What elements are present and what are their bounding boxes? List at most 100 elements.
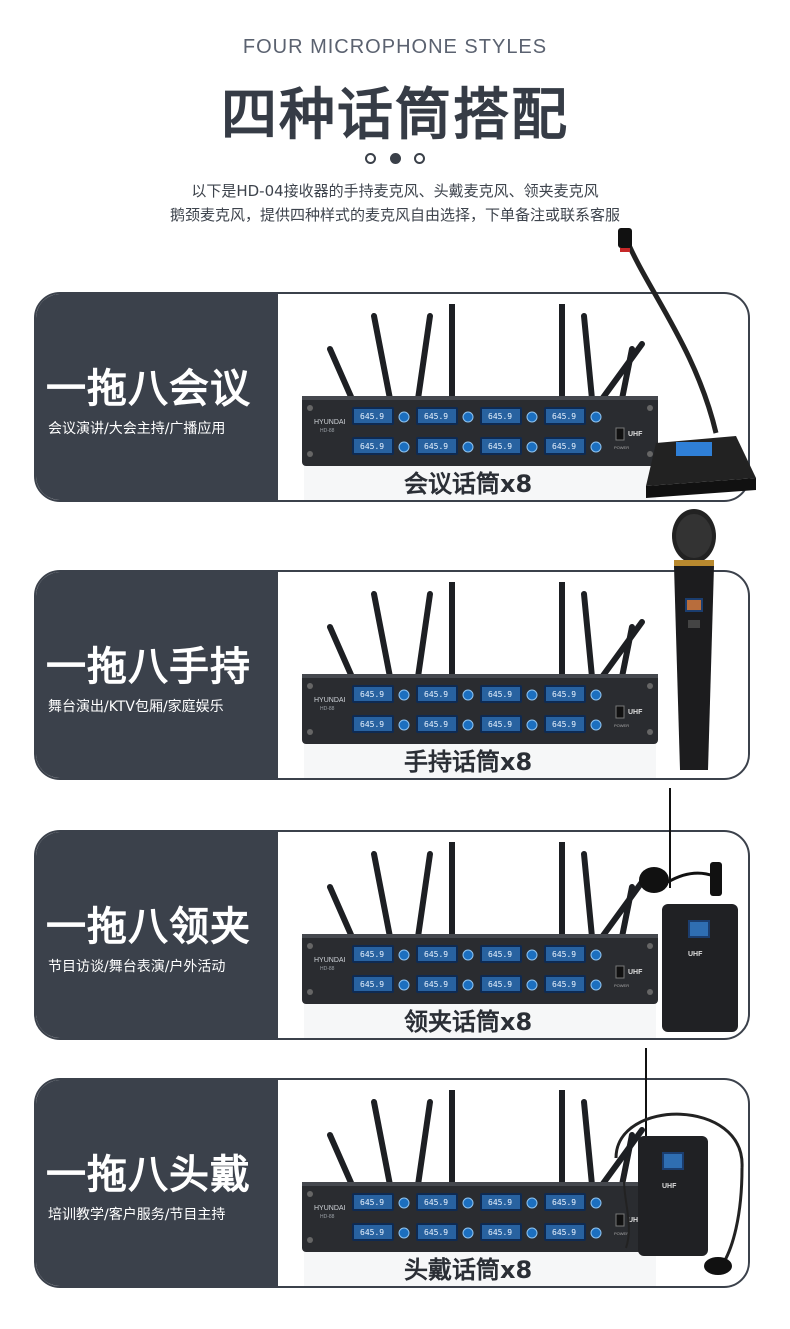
antenna-8 <box>599 619 645 680</box>
product-card-2: 一拖八手持 舞台演出/KTV包厢/家庭娱乐 HYUNDAI HD-88 645.9 6… <box>34 570 750 780</box>
volume-knob <box>590 719 602 731</box>
antenna-6 <box>581 1099 595 1188</box>
card-label-panel: 一拖八领夹 节目访谈/舞台表演/户外活动 <box>36 832 278 1038</box>
volume-knob <box>590 1227 602 1239</box>
card-subtitle: 会议演讲/大会主持/广播应用 <box>48 421 226 437</box>
antenna-6 <box>581 851 595 940</box>
freq-display: 645.9 <box>552 980 576 989</box>
card-title: 一拖八头戴 <box>46 1152 251 1198</box>
mic-layer-3: UHF <box>276 788 756 1040</box>
power-switch <box>615 965 625 979</box>
volume-knob <box>398 1197 410 1209</box>
antenna-2 <box>371 851 393 940</box>
freq-display: 645.9 <box>552 690 576 699</box>
freq-display: 645.9 <box>360 690 384 699</box>
handheld-mic-icon <box>672 509 716 770</box>
volume-knob <box>398 949 410 961</box>
dot-2-active <box>389 152 401 164</box>
antenna-3 <box>415 313 433 402</box>
volume-knob <box>526 979 538 991</box>
card-caption: 领夹话筒x8 <box>404 1008 533 1036</box>
freq-display: 645.9 <box>360 950 384 959</box>
page-header: FOUR MICROPHONE STYLES 四种话筒搭配 以下是HD-04接收… <box>0 0 790 260</box>
volume-knob <box>462 949 474 961</box>
uhf-label: UHF <box>628 1217 643 1224</box>
headset-mic-icon: UHF <box>614 1048 744 1275</box>
antenna-2 <box>371 313 393 402</box>
card-caption: 手持话筒x8 <box>404 748 533 776</box>
receiver-unit: HYUNDAI HD-88 645.9 645.9 645.9 645.9 645.9 645… <box>302 582 658 778</box>
freq-display: 645.9 <box>424 1198 448 1207</box>
antenna-6 <box>581 313 595 402</box>
antenna-8 <box>599 341 645 402</box>
model-label: HD-88 <box>320 1214 335 1220</box>
volume-knob <box>526 1227 538 1239</box>
freq-display: 645.9 <box>552 442 576 451</box>
dot-1 <box>365 152 376 164</box>
power-switch <box>615 705 625 719</box>
freq-display: 645.9 <box>552 950 576 959</box>
volume-knob <box>590 1197 602 1209</box>
freq-display: 645.9 <box>552 1228 576 1237</box>
freq-display: 645.9 <box>552 720 576 729</box>
antenna-6 <box>581 591 595 680</box>
freq-display: 645.9 <box>424 412 448 421</box>
svg-text:UHF: UHF <box>688 951 703 958</box>
antenna-3 <box>415 1099 433 1188</box>
antenna-1 <box>327 346 355 402</box>
antenna-3 <box>415 851 433 940</box>
volume-knob <box>526 441 538 453</box>
volume-knob <box>398 719 410 731</box>
volume-knob <box>590 411 602 423</box>
brand-label: HYUNDAI <box>314 957 346 964</box>
volume-knob <box>462 441 474 453</box>
volume-knob <box>462 719 474 731</box>
volume-knob <box>398 441 410 453</box>
volume-knob <box>462 411 474 423</box>
power-switch <box>615 1213 625 1227</box>
svg-text:POWER: POWER <box>614 1231 629 1236</box>
volume-knob <box>590 949 602 961</box>
brand-label: HYUNDAI <box>314 697 346 704</box>
volume-knob <box>526 719 538 731</box>
lavalier-mic-icon: UHF <box>639 788 738 1032</box>
svg-text:POWER: POWER <box>614 983 629 988</box>
freq-display: 645.9 <box>488 980 512 989</box>
uhf-label: UHF <box>628 431 643 438</box>
model-label: HD-88 <box>320 706 335 712</box>
card-label-panel: 一拖八手持 舞台演出/KTV包厢/家庭娱乐 <box>36 572 278 778</box>
description-line-1: 以下是HD-04接收器的手持麦克风、头戴麦克风、领夹麦克风 <box>191 182 599 200</box>
model-label: HD-88 <box>320 966 335 972</box>
volume-knob <box>590 979 602 991</box>
mic-layer-1 <box>276 228 756 502</box>
antenna-2 <box>371 1099 393 1188</box>
volume-knob <box>398 411 410 423</box>
freq-display: 645.9 <box>360 1198 384 1207</box>
volume-knob <box>398 689 410 701</box>
freq-display: 645.9 <box>424 690 448 699</box>
card-title: 一拖八领夹 <box>46 904 251 950</box>
card-label-panel: 一拖八头戴 培训教学/客户服务/节目主持 <box>36 1080 278 1286</box>
antenna-2 <box>371 591 393 680</box>
brand-label: HYUNDAI <box>314 1205 346 1212</box>
mic-layer-2 <box>276 509 756 780</box>
dot-3 <box>414 152 425 164</box>
gooseneck-mic-icon <box>618 228 756 498</box>
antenna-1 <box>327 884 355 940</box>
card-subtitle: 舞台演出/KTV包厢/家庭娱乐 <box>48 699 224 715</box>
uhf-label: UHF <box>628 969 643 976</box>
card-title: 一拖八手持 <box>46 644 251 690</box>
card-label-panel: 一拖八会议 会议演讲/大会主持/广播应用 <box>36 294 278 500</box>
volume-knob <box>590 441 602 453</box>
volume-knob <box>526 689 538 701</box>
freq-display: 645.9 <box>488 690 512 699</box>
freq-display: 645.9 <box>488 1228 512 1237</box>
volume-knob <box>398 979 410 991</box>
carousel-dots <box>365 152 425 164</box>
page-title: 四种话筒搭配 <box>221 83 569 148</box>
freq-display: 645.9 <box>360 720 384 729</box>
